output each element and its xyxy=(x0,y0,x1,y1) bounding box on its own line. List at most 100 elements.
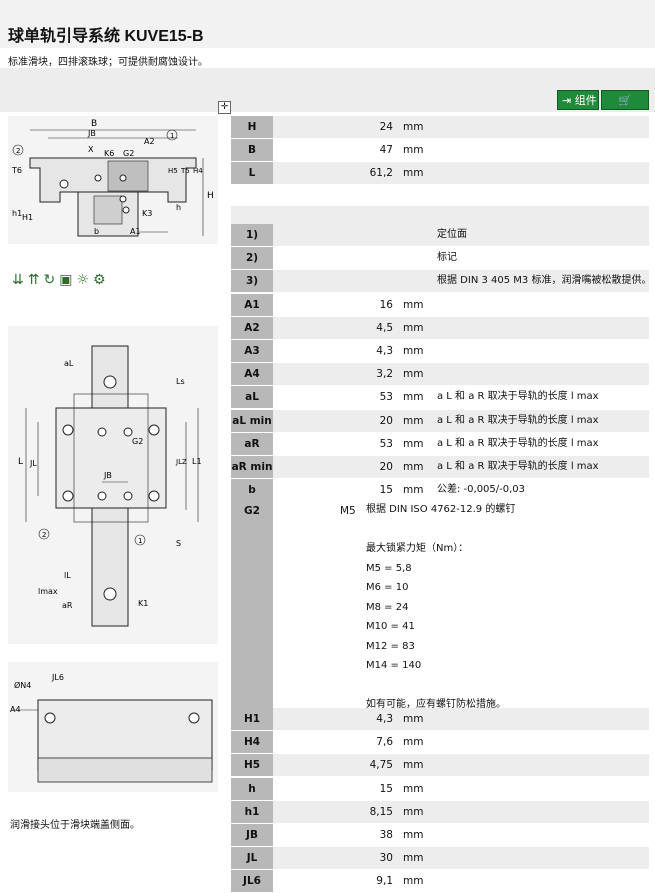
label-A1: A1 xyxy=(130,227,141,236)
callout-1: 1 xyxy=(170,132,174,140)
param-unit: mm xyxy=(403,144,424,157)
param-label: b xyxy=(231,479,273,502)
param-label: A3 xyxy=(231,340,273,362)
label-h1: h1 xyxy=(12,209,22,218)
param-value: 4,75 xyxy=(369,759,393,772)
label-JB: JB xyxy=(87,129,96,138)
param-description: 公差: -0,005/-0,03 xyxy=(437,484,526,496)
param-label: JB xyxy=(231,824,273,846)
g2-line: M8 = 24 xyxy=(366,601,409,613)
cross-section-drawing: B JB A2 X K6 G2 H5 T5 H4 T6 H h h1 H1 K3… xyxy=(8,116,218,244)
g2-line: M14 = 140 xyxy=(366,660,422,671)
load-up-icon: ⇈ xyxy=(27,272,40,288)
label-H4: H4 xyxy=(193,167,203,175)
param-unit: mm xyxy=(403,782,424,795)
cart-icon: 🛒 xyxy=(618,94,632,107)
param-unit: mm xyxy=(403,461,424,473)
hatched-region xyxy=(107,160,149,192)
param-description: a L 和 a R 取决于导轨的长度 l max xyxy=(437,391,599,403)
param-label: aR min xyxy=(231,456,273,478)
param-label: H5 xyxy=(231,754,273,777)
label-N4: ØN4 xyxy=(14,680,31,690)
label-lmax: lmax xyxy=(38,587,58,596)
table-row: aL max53mma L 和 a R 取决于导轨的长度 l max xyxy=(231,386,649,425)
param-value: 8,15 xyxy=(369,805,393,818)
g2-line: M6 = 10 xyxy=(366,582,409,593)
g2-line xyxy=(366,520,515,540)
param-unit: mm xyxy=(403,484,424,497)
g2-line xyxy=(366,676,515,696)
param-description: a L 和 a R 取决于导轨的长度 l max xyxy=(437,437,599,449)
param-value: 4,3 xyxy=(376,345,393,357)
label-L1: L1 xyxy=(192,457,202,466)
label-T5: T5 xyxy=(180,167,190,175)
lube-nipple xyxy=(59,179,69,189)
block-plan xyxy=(55,407,167,509)
param-unit: mm xyxy=(403,875,424,888)
param-value: 24 xyxy=(379,121,393,133)
table-row: aR max53mma L 和 a R 取决于导轨的长度 l max xyxy=(231,432,649,472)
label-X: X xyxy=(88,145,94,154)
table-row: H4 7,6 mm xyxy=(231,731,649,754)
param-unit: mm xyxy=(403,167,424,180)
table-move-handle-icon[interactable]: ✛ xyxy=(218,101,231,114)
param-value: 9,1 xyxy=(376,875,393,888)
g2-line: M12 = 83 xyxy=(366,640,415,652)
param-value: 7,6 xyxy=(376,736,393,749)
param-label: H1 xyxy=(231,708,273,730)
param-unit: mm xyxy=(403,321,424,334)
param-value: 30 xyxy=(379,852,393,865)
param-label: h xyxy=(231,777,273,800)
label-T6: T6 xyxy=(11,166,22,175)
param-unit: mm xyxy=(403,121,424,133)
param-value: 3,2 xyxy=(376,368,393,381)
label-B: B xyxy=(91,119,97,129)
g2-label-cell: G2 xyxy=(231,501,273,708)
param-value: 15 xyxy=(379,782,393,795)
ball xyxy=(94,174,102,182)
param-label: 2) xyxy=(231,247,273,270)
label-JLZ: JLZ xyxy=(175,458,187,466)
param-label: aL min xyxy=(231,409,273,432)
end-view-drawing: ØN4 JL6 A4 xyxy=(8,662,218,792)
param-value: 4,5 xyxy=(376,321,393,334)
param-label: A2 xyxy=(231,316,273,339)
g2-description: 根据 DIN ISO 4762-12.9 的螺钉最大锁紧力矩（Nm）：M5 = … xyxy=(366,500,515,715)
param-unit: mm xyxy=(403,414,424,427)
table-row: A2 4,5 mm xyxy=(231,316,649,339)
param-unit: mm xyxy=(403,391,424,404)
component-button[interactable]: ⇥ 组件 xyxy=(557,90,599,110)
param-label: A4 xyxy=(231,363,273,386)
feature-icon-strip: ⇊⇈↻▣☼⚙ xyxy=(12,272,110,288)
label-h: h xyxy=(176,203,181,212)
param-unit: mm xyxy=(403,736,424,749)
g2-line: M5 = 5,8 xyxy=(366,562,412,574)
param-unit: mm xyxy=(403,713,424,725)
label-K1: K1 xyxy=(138,599,148,608)
label-Ls: Ls xyxy=(176,377,185,386)
label-JB-plan: JB xyxy=(103,471,112,480)
component-icon: ⇥ xyxy=(562,94,572,107)
param-label: H4 xyxy=(231,731,273,754)
label-G2-plan: G2 xyxy=(132,437,143,446)
table-row: h 15 mm xyxy=(231,777,649,800)
ball xyxy=(122,206,130,214)
label-H1: H1 xyxy=(22,213,33,222)
label-S: S xyxy=(176,539,181,548)
label-JL6-side: JL6 xyxy=(51,673,64,682)
g2-line: 根据 DIN ISO 4762-12.9 的螺钉 xyxy=(366,504,516,515)
section-divider xyxy=(231,206,649,224)
callout-2: 2 xyxy=(16,147,20,155)
add-to-cart-button[interactable]: 🛒 xyxy=(601,90,649,110)
label-G2: G2 xyxy=(123,149,134,158)
callout-2-plan: 2 xyxy=(42,531,46,539)
